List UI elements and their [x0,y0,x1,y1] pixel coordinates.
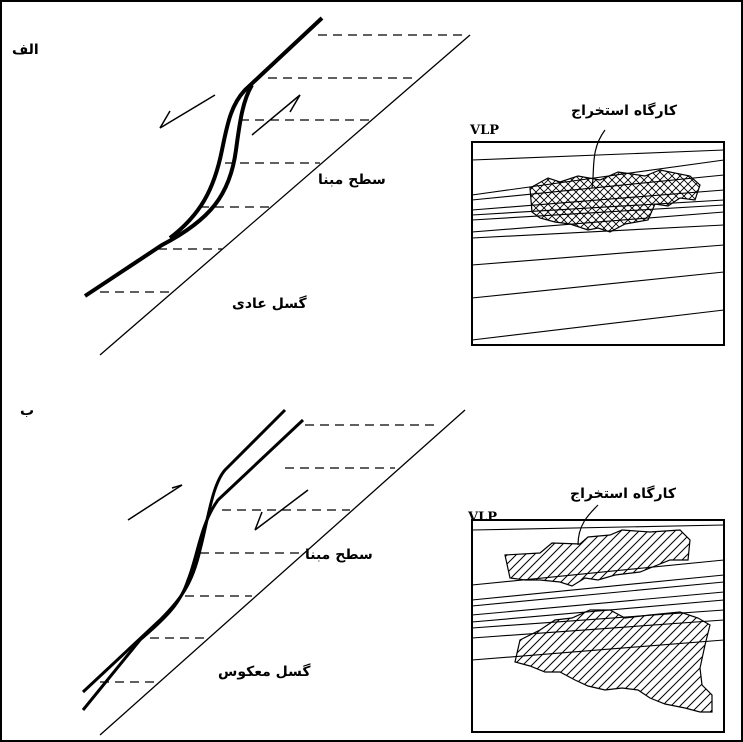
slip-arrow-down [159,94,216,129]
fault-right-line [81,418,305,711]
workings-leader-line [577,504,599,546]
stope-upper-hatched-area [504,529,691,587]
fault-lower-block-line [83,83,254,298]
panel-a-vlp-label: VLP [470,123,500,138]
seam-dashed-lines [100,424,440,683]
panel-a-workings-label: کارگاه استخراج [571,103,677,119]
panel-b-fault-label: گسل معکوس [218,664,311,680]
slip-arrow-up [251,94,301,136]
panel-a-cross-section [83,16,471,356]
panel-a-fault-label: گسل عادی [232,296,307,312]
slip-arrow-down [254,489,309,531]
workings-leader-line [591,129,606,189]
reference-surface-line [99,34,471,356]
stope-crosshatched-area [529,169,701,233]
seam-dashed-lines [100,34,462,293]
stope-lower-hatched-area [514,609,713,713]
panel-b-inset-map [471,504,725,733]
panel-b-surface-label: سطح مبنا [305,547,373,563]
reference-surface-line [99,409,466,736]
panel-b-vlp-label: VLP [468,510,498,525]
panel-b-workings-label: کارگاه استخراج [570,486,676,502]
panel-a-surface-label: سطح مبنا [318,172,386,188]
fault-upper-block-line [168,16,324,240]
panel-b-label: ب [20,403,35,419]
slip-arrow-up [127,484,183,521]
panel-a-label: الف [12,42,39,58]
panel-b-cross-section [81,408,466,736]
panel-a-inset-map [471,129,725,346]
